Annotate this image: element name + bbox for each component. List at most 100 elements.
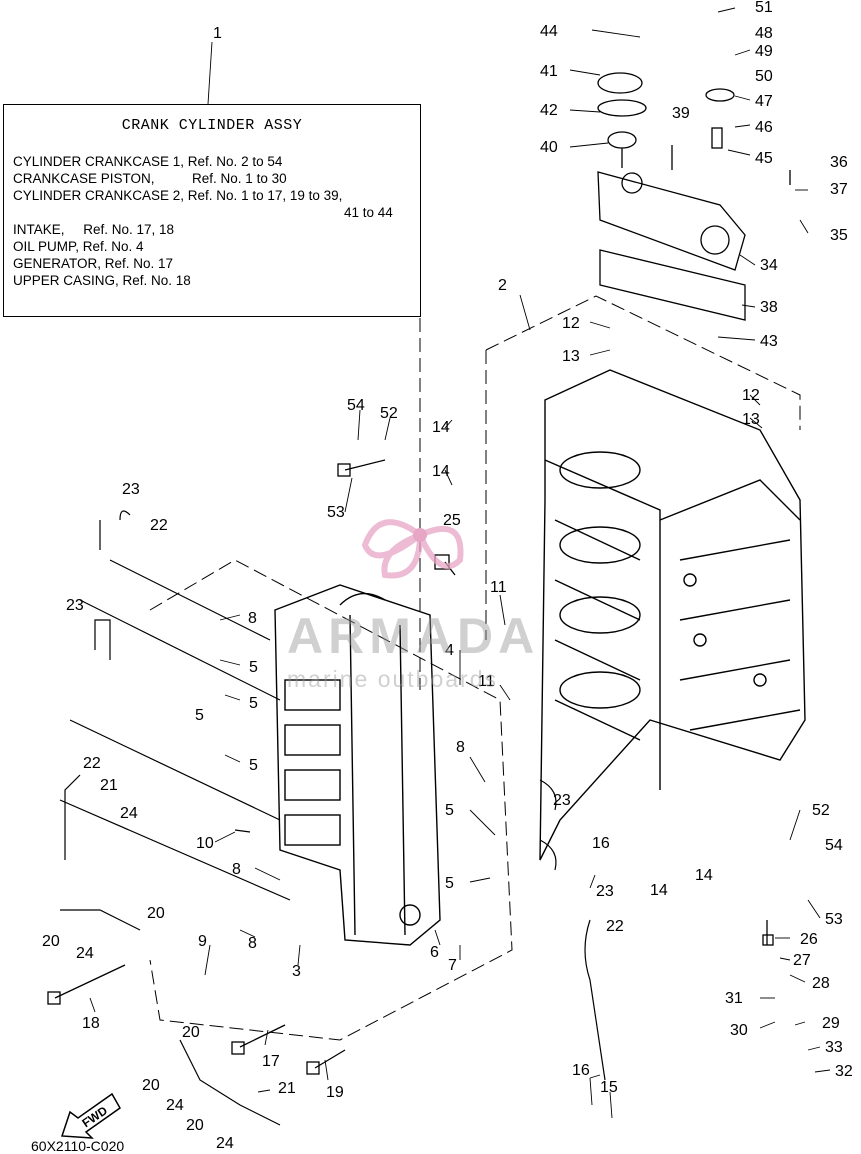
- fwd-arrow-icon: FWD: [60, 1092, 121, 1139]
- callout-9: 9: [198, 933, 207, 950]
- callout-35: 35: [830, 227, 848, 244]
- cylinder-block: [539, 369, 806, 861]
- callout-11b: 11: [478, 673, 495, 690]
- callout-13: 13: [562, 348, 580, 365]
- callout-24b: 24: [76, 945, 94, 962]
- callout-38: 38: [760, 299, 778, 316]
- callout-53: 53: [327, 504, 345, 521]
- watermark-brand: ARMADA: [287, 608, 540, 664]
- callout-23: 23: [122, 481, 140, 498]
- assembly-title: CRANK CYLINDER ASSY: [121, 117, 303, 134]
- top-plate-assembly: [597, 72, 746, 321]
- assy-line: UPPER CASING, Ref. No. 18: [13, 273, 191, 288]
- callout-47: 47: [755, 93, 773, 110]
- callout-6: 6: [430, 944, 439, 961]
- callout-29: 29: [822, 1015, 840, 1032]
- callout-51: 51: [755, 0, 773, 16]
- callout-23d: 23: [596, 883, 614, 900]
- watermark-logo: [361, 519, 464, 579]
- callout-16b: 16: [572, 1062, 590, 1079]
- callout-41: 41: [540, 63, 558, 80]
- callout-20e: 20: [186, 1117, 204, 1134]
- callout-17: 17: [262, 1053, 280, 1070]
- callout-20c: 20: [182, 1024, 200, 1041]
- assy-line: CRANKCASE PISTON, Ref. No. 1 to 30: [13, 171, 287, 186]
- assy-line: OIL PUMP, Ref. No. 4: [13, 239, 144, 254]
- callout-13b: 13: [742, 411, 760, 428]
- callout-24: 24: [120, 805, 138, 822]
- callout-5c: 5: [195, 707, 204, 724]
- callout-44: 44: [540, 23, 558, 40]
- callout-5e: 5: [445, 802, 454, 819]
- callout-14b: 14: [432, 463, 450, 480]
- callout-39: 39: [672, 105, 690, 122]
- callout-20: 20: [147, 905, 165, 922]
- callout-12: 12: [562, 315, 580, 332]
- crankcase: [274, 584, 441, 946]
- callout-19: 19: [326, 1084, 344, 1101]
- assembly-info-box: CRANK CYLINDER ASSY CYLINDER CRANKCASE 1…: [3, 104, 421, 317]
- callout-22b: 22: [83, 755, 101, 772]
- callout-52: 52: [380, 405, 398, 422]
- callout-15: 15: [600, 1079, 618, 1096]
- callout-32: 32: [835, 1063, 853, 1080]
- callout-21b: 21: [278, 1080, 296, 1097]
- callout-37: 37: [830, 181, 848, 198]
- callout-27: 27: [793, 952, 811, 969]
- assy-line: CYLINDER CRANKCASE 1, Ref. No. 2 to 54: [13, 154, 283, 169]
- callout-12b: 12: [742, 387, 760, 404]
- callout-28: 28: [812, 975, 830, 992]
- drawing-code: 60X2110-C020: [31, 1138, 125, 1154]
- callout-22c: 22: [606, 918, 624, 935]
- callout-36: 36: [830, 154, 848, 171]
- callout-7: 7: [448, 957, 457, 974]
- dashed-outlines: [149, 295, 801, 1041]
- callout-54: 54: [347, 397, 365, 414]
- leader-lines: [89, 7, 831, 1119]
- callout-14d: 14: [695, 867, 713, 884]
- callout-1: 1: [213, 25, 222, 42]
- callout-5: 5: [249, 659, 258, 676]
- callout-24d: 24: [216, 1135, 234, 1152]
- callout-5f: 5: [445, 875, 454, 892]
- callout-labels: 1 2 3 4 5 5 5 5 5 5 6 7 8 8 8 8 9 10 11 …: [42, 0, 853, 1152]
- callout-8c: 8: [232, 861, 241, 878]
- assy-line: 41 to 44: [344, 205, 393, 220]
- callout-46: 46: [755, 119, 773, 136]
- watermark-tagline: marine outboards: [287, 666, 498, 692]
- callout-34: 34: [760, 257, 778, 274]
- callout-8b: 8: [456, 739, 465, 756]
- callout-54b: 54: [825, 837, 843, 854]
- callout-21: 21: [100, 777, 118, 794]
- callout-31: 31: [725, 990, 743, 1007]
- callout-11: 11: [490, 579, 507, 596]
- callout-24c: 24: [166, 1097, 184, 1114]
- callout-8: 8: [248, 610, 257, 627]
- callout-5d: 5: [249, 757, 258, 774]
- callout-30: 30: [730, 1022, 748, 1039]
- callout-22: 22: [150, 517, 168, 534]
- callout-40: 40: [540, 139, 558, 156]
- callout-18: 18: [82, 1015, 100, 1032]
- callout-2: 2: [498, 277, 507, 294]
- callout-16: 16: [592, 835, 610, 852]
- callout-42: 42: [540, 102, 558, 119]
- callout-45: 45: [755, 150, 773, 167]
- callout-14c: 14: [650, 882, 668, 899]
- callout-5b: 5: [249, 695, 258, 712]
- callout-48: 48: [755, 25, 773, 42]
- callout-23c: 23: [553, 792, 571, 809]
- callout-20b: 20: [42, 933, 60, 950]
- assy-line: INTAKE, Ref. No. 17, 18: [13, 222, 175, 237]
- watermark-hub: [413, 528, 427, 542]
- callout-43: 43: [760, 333, 778, 350]
- callout-26: 26: [800, 931, 818, 948]
- callout-4: 4: [445, 642, 454, 659]
- callout-14: 14: [432, 419, 450, 436]
- assy-line: GENERATOR, Ref. No. 17: [13, 256, 174, 271]
- callout-10: 10: [196, 835, 214, 852]
- assy-line: CYLINDER CRANKCASE 2, Ref. No. 1 to 17, …: [13, 188, 343, 203]
- callout-53b: 53: [825, 911, 843, 928]
- callout-49: 49: [755, 43, 773, 60]
